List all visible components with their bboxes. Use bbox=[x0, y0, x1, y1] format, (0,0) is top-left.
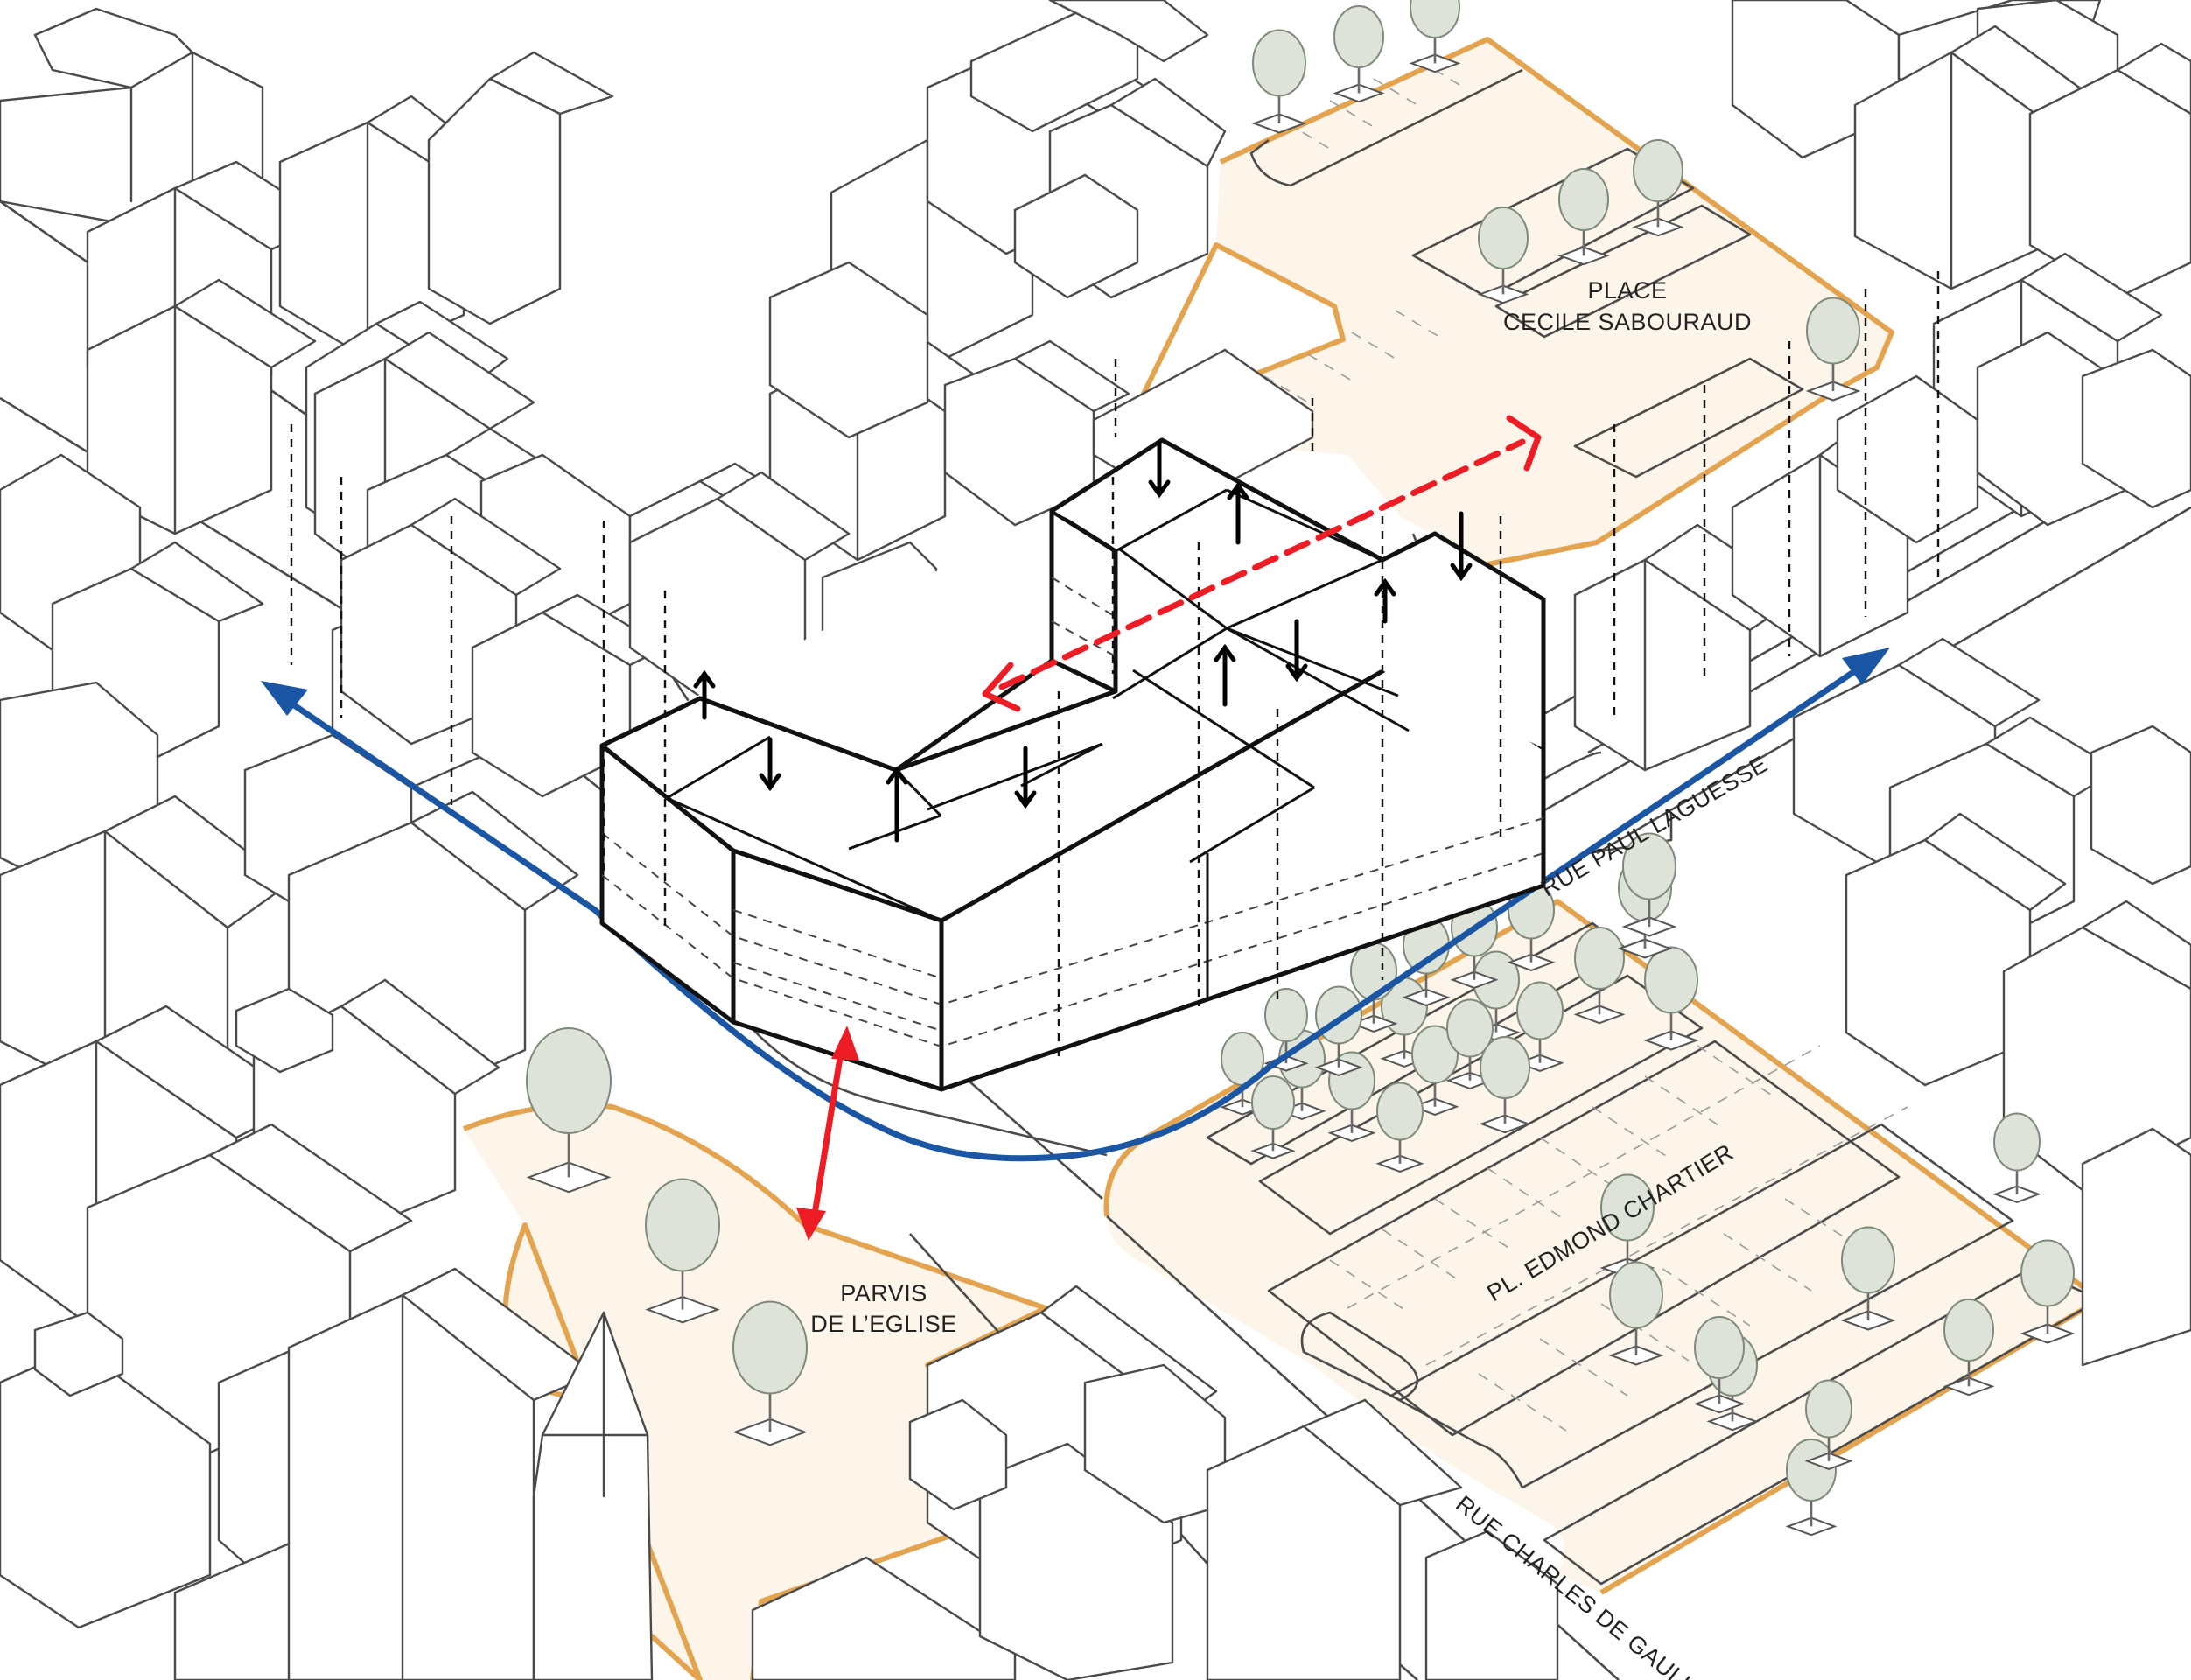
building-tc-6 bbox=[768, 261, 1130, 527]
pedestrian-solid-head-down bbox=[796, 1208, 826, 1241]
tree-icon bbox=[526, 1027, 612, 1194]
church bbox=[287, 1267, 654, 1680]
label-place-line2: CECILE SABOURAUD bbox=[1503, 309, 1752, 335]
arrow-icon bbox=[1014, 746, 1037, 809]
arrow-icon bbox=[1227, 481, 1250, 545]
tree-icon bbox=[1693, 1316, 1746, 1414]
building-r-5 bbox=[1573, 374, 1979, 772]
label-place-line1: PLACE bbox=[1587, 277, 1667, 304]
tree-icon bbox=[1278, 1029, 1326, 1120]
tree-icon bbox=[1621, 832, 1677, 937]
arrow-icon bbox=[693, 669, 716, 720]
arrow-icon bbox=[1148, 439, 1171, 499]
plaza-sabouraud-outline bbox=[1126, 37, 1894, 567]
tree-icon bbox=[1840, 1226, 1896, 1331]
tree-icon bbox=[1643, 946, 1699, 1051]
pedestrian-dashed-link bbox=[998, 438, 1526, 690]
building-r-6 bbox=[1976, 331, 2191, 527]
building-r-3 bbox=[2028, 42, 2191, 299]
tree-icon bbox=[1250, 1075, 1296, 1159]
tree-icon bbox=[645, 1178, 720, 1324]
tree-icon bbox=[1632, 139, 1684, 237]
tree-icon bbox=[1558, 168, 1610, 266]
tree-icon bbox=[1477, 206, 1530, 304]
tree-icon bbox=[1409, 0, 1461, 74]
label-parvis-line1: PARVIS bbox=[840, 1280, 928, 1306]
building-tc-4 bbox=[970, 0, 1209, 133]
tree-icon bbox=[1446, 998, 1494, 1089]
building-r-2 bbox=[1853, 24, 2093, 290]
building-tl-4 bbox=[427, 51, 614, 326]
tree-icon bbox=[1333, 5, 1385, 103]
tree-icon bbox=[1804, 1379, 1853, 1470]
tree-icon bbox=[1251, 29, 1307, 134]
tree-icon bbox=[1608, 1261, 1664, 1366]
pedestrian-solid-head-up bbox=[831, 1026, 859, 1060]
circulation-arrow-head-left bbox=[261, 681, 308, 716]
building-r-8 bbox=[1844, 812, 2191, 1367]
pedestrian-dashed-head-right bbox=[1506, 415, 1542, 472]
tree-icon bbox=[1942, 1298, 1995, 1396]
plaza-place-sabouraud bbox=[1126, 37, 1894, 567]
tree-icon bbox=[732, 1300, 808, 1446]
tree-icon bbox=[1573, 927, 1626, 1025]
pedestrian-link-arrows bbox=[796, 415, 1542, 1241]
sabouraud-parking bbox=[1250, 59, 1804, 479]
arrow-icon bbox=[1450, 511, 1473, 582]
projection-dashed-lines bbox=[290, 271, 1940, 1059]
tree-icon bbox=[1805, 297, 1861, 402]
arrow-icon bbox=[759, 737, 781, 792]
circulation-path bbox=[276, 662, 1867, 1162]
arrow-icon bbox=[1285, 619, 1308, 682]
arrow-icon bbox=[1374, 578, 1396, 624]
vehicle-circulation-arrow bbox=[261, 648, 1890, 1162]
building-bottom-mid bbox=[751, 1284, 1559, 1680]
tree-icon bbox=[1479, 1036, 1531, 1134]
tree-icon bbox=[1410, 1025, 1460, 1116]
tree-icon bbox=[1992, 1112, 2041, 1203]
building-tl-5 bbox=[86, 278, 317, 536]
circulation-arrow-head-right bbox=[1842, 648, 1890, 685]
trees bbox=[526, 0, 2076, 1536]
tree-icon bbox=[1376, 1082, 1424, 1172]
project-building bbox=[599, 438, 1546, 1092]
label-parvis-line2: DE L’EGLISE bbox=[810, 1311, 957, 1337]
tree-icon bbox=[2020, 1239, 2076, 1344]
access-arrows bbox=[693, 439, 1473, 843]
arrow-icon bbox=[1214, 643, 1236, 707]
pedestrian-dashed-head-left bbox=[982, 662, 1021, 712]
arrow-icon bbox=[886, 766, 908, 843]
pedestrian-solid-link bbox=[809, 1038, 846, 1228]
